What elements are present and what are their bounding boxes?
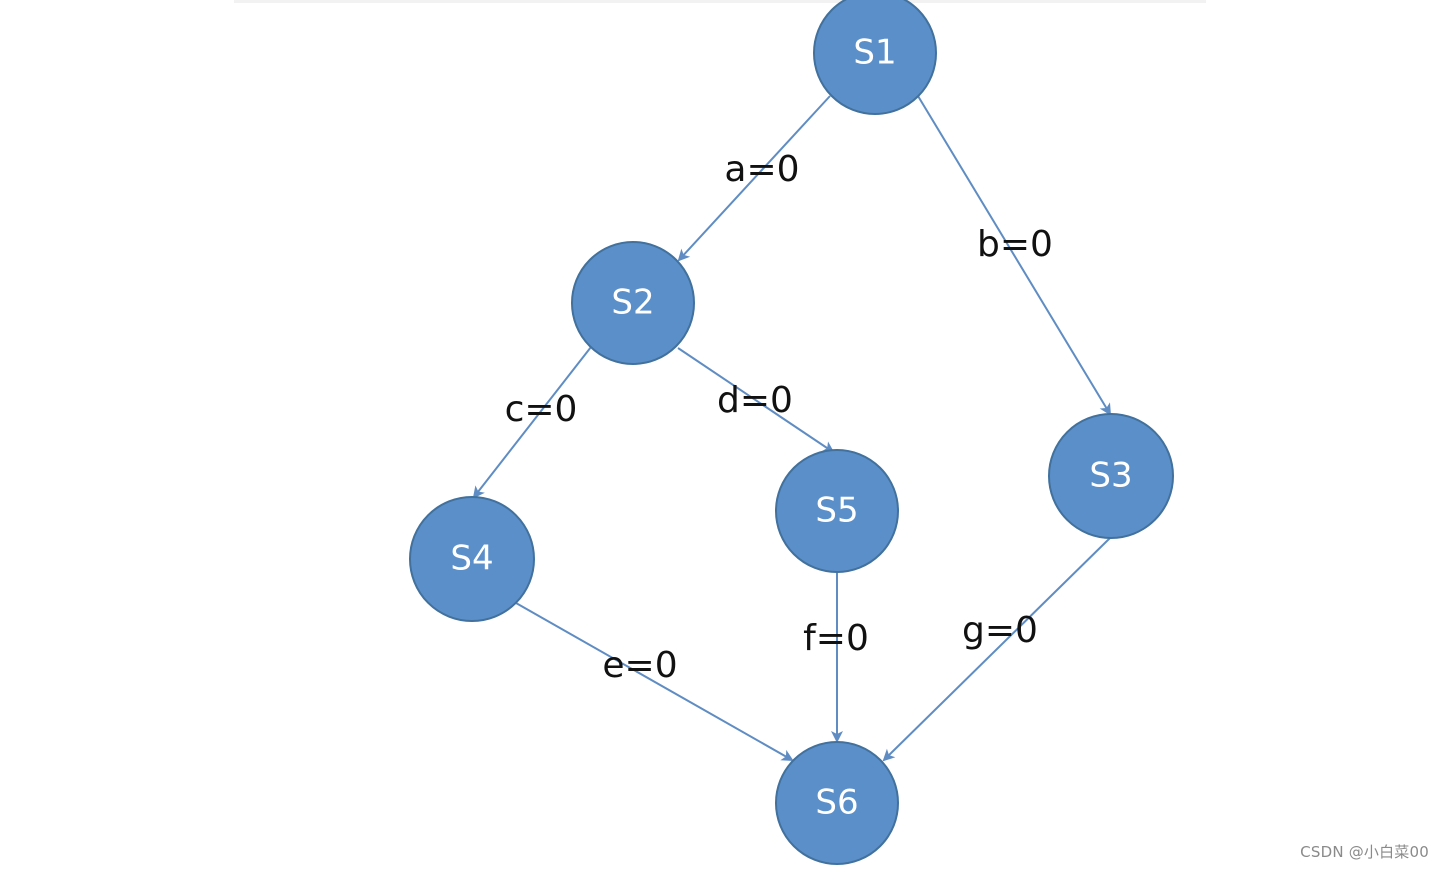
- state-label-s3: S3: [1089, 456, 1132, 496]
- state-circle-s2: [571, 241, 695, 365]
- state-label-s1: S1: [853, 33, 896, 73]
- state-node-s1: S1: [813, 0, 937, 115]
- edge-s2-to-s5: [677, 347, 835, 454]
- state-node-s3: S3: [1048, 413, 1174, 539]
- edge-s2-to-s4: [472, 346, 592, 499]
- state-circle-s5: [775, 449, 899, 573]
- state-label-s6: S6: [815, 783, 858, 823]
- state-circle-s1: [813, 0, 937, 115]
- state-label-s5: S5: [815, 491, 858, 531]
- state-node-s2: S2: [571, 241, 695, 365]
- state-circle-s4: [409, 496, 535, 622]
- csdn-watermark: CSDN @小白菜00: [1300, 843, 1429, 861]
- edge-s3-to-s6: [882, 537, 1111, 762]
- edge-label-s1-s2: a=0: [724, 149, 799, 190]
- edge-s1-to-s3: [917, 95, 1112, 416]
- edge-s4-to-s6: [515, 602, 794, 761]
- edge-labels-layer: a=0 b=0 c=0 d=0 e=0 f=0 g=0: [505, 149, 1053, 686]
- state-node-s5: S5: [775, 449, 899, 573]
- state-node-s6: S6: [775, 741, 899, 865]
- edge-label-s4-s6: e=0: [602, 645, 677, 686]
- edge-label-s2-s4: c=0: [505, 389, 578, 430]
- state-label-s4: S4: [450, 539, 493, 579]
- edge-label-s2-s5: d=0: [717, 380, 793, 421]
- state-node-s4: S4: [409, 496, 535, 622]
- edges-layer: [472, 95, 1112, 762]
- edge-label-s3-s6: g=0: [962, 610, 1038, 651]
- edge-label-s1-s3: b=0: [977, 224, 1053, 265]
- state-label-s2: S2: [611, 283, 654, 323]
- state-circle-s3: [1048, 413, 1174, 539]
- top-divider-line: [234, 0, 1206, 3]
- edge-label-s5-s6: f=0: [803, 618, 869, 659]
- state-circle-s6: [775, 741, 899, 865]
- edge-s1-to-s2: [677, 95, 831, 262]
